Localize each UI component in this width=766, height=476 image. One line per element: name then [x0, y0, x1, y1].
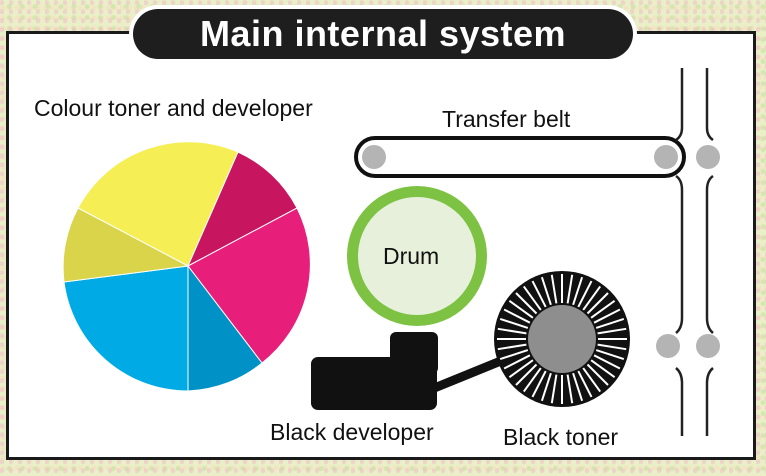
toner-spoke: [503, 308, 531, 324]
toner-spoke: [572, 276, 584, 306]
toner-spoke: [597, 343, 627, 351]
pie-slice-magenta-dark: [186, 151, 298, 268]
label-black-developer: Black developer: [270, 419, 434, 445]
toner-spoke: [597, 327, 627, 335]
toner-spoke: [508, 359, 534, 379]
diagram-title: Main internal system: [199, 13, 567, 54]
pie-slice-magenta: [187, 207, 311, 364]
black-toner-unit: [494, 271, 630, 407]
toner-spoke: [577, 370, 593, 398]
rail-roller-lower-left: [656, 334, 680, 358]
toner-spoke: [497, 327, 527, 335]
toner-spoke: [595, 349, 625, 361]
toner-spoke: [582, 285, 602, 311]
pie-slice-yellow: [77, 141, 239, 267]
toner-spoke: [540, 372, 552, 402]
label-black-toner: Black toner: [503, 424, 619, 450]
toner-spoke: [593, 308, 621, 324]
toner-spoke: [566, 374, 574, 404]
toner-spoke: [522, 367, 542, 393]
colour-toner-pie: [62, 141, 311, 392]
belt-roller-left: [362, 145, 386, 169]
toner-spoke: [515, 363, 538, 386]
toner-spoke: [590, 359, 616, 379]
toner-spoke: [593, 354, 621, 370]
rail-roller-upper: [696, 145, 720, 169]
label-colour-toner-and-developer: Colour toner and developer: [34, 95, 313, 121]
toner-spoke: [586, 292, 609, 315]
toner-spoke: [497, 343, 527, 351]
toner-spoke: [550, 274, 558, 304]
toner-spoke: [499, 317, 529, 329]
black-developer-unit: [311, 332, 438, 410]
drum: [347, 186, 487, 326]
toner-spoke: [572, 372, 584, 402]
toner-spoke: [522, 285, 542, 311]
toner-spoke: [531, 280, 547, 308]
toner-spoke: [503, 354, 531, 370]
toner-spoke: [586, 363, 609, 386]
transfer-belt: [354, 136, 686, 178]
toner-spoke: [515, 292, 538, 315]
toner-spoke: [499, 349, 529, 361]
toner-spoke: [550, 374, 558, 404]
title-banner: Main internal system: [133, 9, 633, 59]
belt-roller-right: [654, 145, 678, 169]
pie-slice-yellow-dark: [62, 207, 190, 283]
toner-spoke: [577, 280, 593, 308]
toner-spoke: [582, 367, 602, 393]
toner-spoke: [508, 299, 534, 319]
toner-spoke: [595, 317, 625, 329]
rail-roller-lower-right: [696, 334, 720, 358]
toner-spoke: [531, 370, 547, 398]
pie-slice-cyan: [63, 265, 189, 392]
toner-spoke: [590, 299, 616, 319]
toner-spoke: [566, 274, 574, 304]
paper-path-rails: [675, 68, 714, 436]
label-transfer-belt: Transfer belt: [442, 106, 571, 132]
label-drum: Drum: [383, 243, 440, 269]
pie-slice-cyan-dark: [187, 264, 263, 392]
toner-spoke: [540, 276, 552, 306]
